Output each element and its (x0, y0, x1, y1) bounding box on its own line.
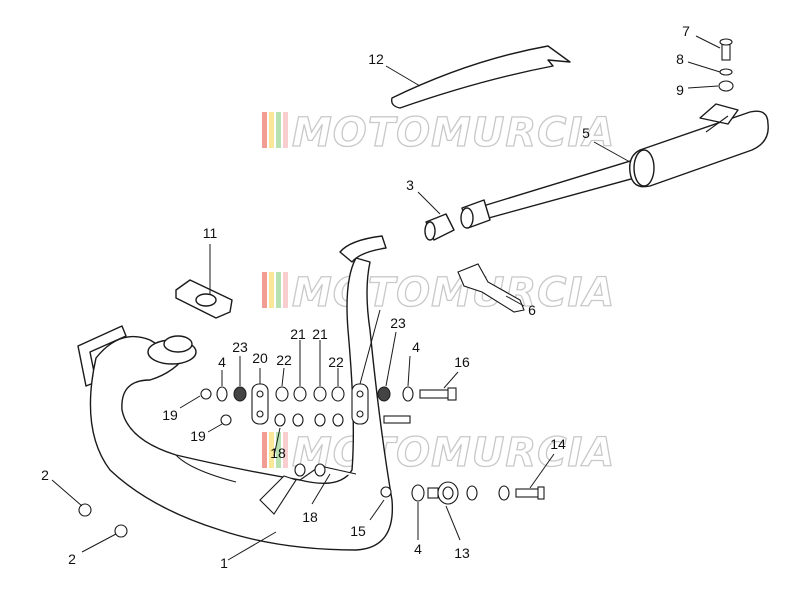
bush-21-b (313, 386, 327, 402)
spacer-18-c (314, 413, 326, 427)
nut-23-right (377, 386, 391, 402)
spacer-18-a (274, 413, 286, 427)
silencer (460, 103, 769, 229)
bush-21-a (293, 386, 307, 402)
svg-text:MOTOMURCIA: MOTOMURCIA (292, 430, 615, 476)
washer-8 (719, 68, 733, 76)
rubber-mount-13 (427, 481, 459, 505)
callout-2-lower: 2 (68, 551, 76, 567)
nut-2-lower (114, 524, 128, 538)
callout-19-upper: 19 (162, 407, 178, 423)
spacer-lower-a (294, 463, 306, 477)
callout-20: 20 (252, 350, 268, 366)
gasket (175, 279, 233, 319)
washer-4-right (402, 386, 414, 402)
callout-11: 11 (203, 225, 218, 241)
svg-text:MOTOMURCIA: MOTOMURCIA (292, 110, 615, 156)
callout-4-lower: 4 (414, 541, 422, 557)
spacer-18-d (332, 413, 344, 427)
callout-21-a: 21 (290, 326, 306, 342)
bracket-plate-right (351, 383, 369, 425)
callout-4-right: 4 (412, 339, 420, 355)
washer-4-left (216, 386, 228, 402)
leader-lines (51, 35, 721, 561)
bracket-plate-20 (251, 383, 269, 425)
callout-labels: 1 2 2 3 4 4 4 5 6 7 8 9 11 12 13 14 15 1… (41, 23, 690, 571)
washer-19-upper (200, 388, 212, 400)
callout-4-left: 4 (218, 354, 226, 370)
nut-15 (380, 486, 392, 498)
callout-23-left: 23 (232, 339, 248, 355)
callout-19-lower: 19 (190, 428, 206, 444)
washer-19-lower (220, 414, 232, 426)
callout-22-left: 22 (276, 352, 292, 368)
callout-23-right: 23 (390, 315, 406, 331)
callout-6: 6 (528, 302, 536, 318)
washer-r1 (466, 485, 478, 501)
bracket-6 (457, 263, 525, 313)
watermark-top: MOTOMURCIA (262, 109, 615, 157)
callout-14: 14 (550, 436, 566, 452)
callout-9: 9 (676, 82, 684, 98)
bolt-7 (719, 38, 733, 61)
callout-5: 5 (582, 125, 590, 141)
bush-22-left (275, 386, 289, 402)
spacer-lower-b (314, 463, 326, 477)
bolt-mid (383, 415, 411, 424)
bush-22-right (331, 386, 345, 402)
callout-18-upper: 18 (270, 445, 286, 461)
sleeve (424, 213, 455, 241)
washer-4-lower (411, 484, 425, 502)
callout-3: 3 (406, 177, 414, 193)
callout-16: 16 (454, 354, 470, 370)
watermark-bottom: MOTOMURCIA (262, 429, 615, 477)
callout-13: 13 (454, 545, 470, 561)
callout-8: 8 (676, 51, 684, 67)
bolt-14 (515, 486, 545, 500)
nut-9 (718, 80, 734, 92)
callout-1: 1 (220, 555, 228, 571)
exhaust-pipe (77, 235, 394, 551)
bolt-16 (419, 387, 457, 401)
svg-text:MOTOMURCIA: MOTOMURCIA (292, 270, 615, 316)
callout-21-b: 21 (312, 326, 328, 342)
callout-22-right: 22 (328, 354, 344, 370)
callout-12: 12 (368, 51, 384, 67)
washer-r2 (498, 485, 510, 501)
heat-shield (390, 45, 571, 109)
callout-15: 15 (350, 523, 366, 539)
spacer-18-b (292, 413, 304, 427)
nut-2-upper (78, 503, 92, 517)
callout-2-upper: 2 (41, 467, 49, 483)
nut-23-left (233, 386, 247, 402)
callout-7: 7 (682, 23, 690, 39)
callout-18-lower: 18 (302, 509, 318, 525)
watermark-middle: MOTOMURCIA (262, 269, 615, 317)
